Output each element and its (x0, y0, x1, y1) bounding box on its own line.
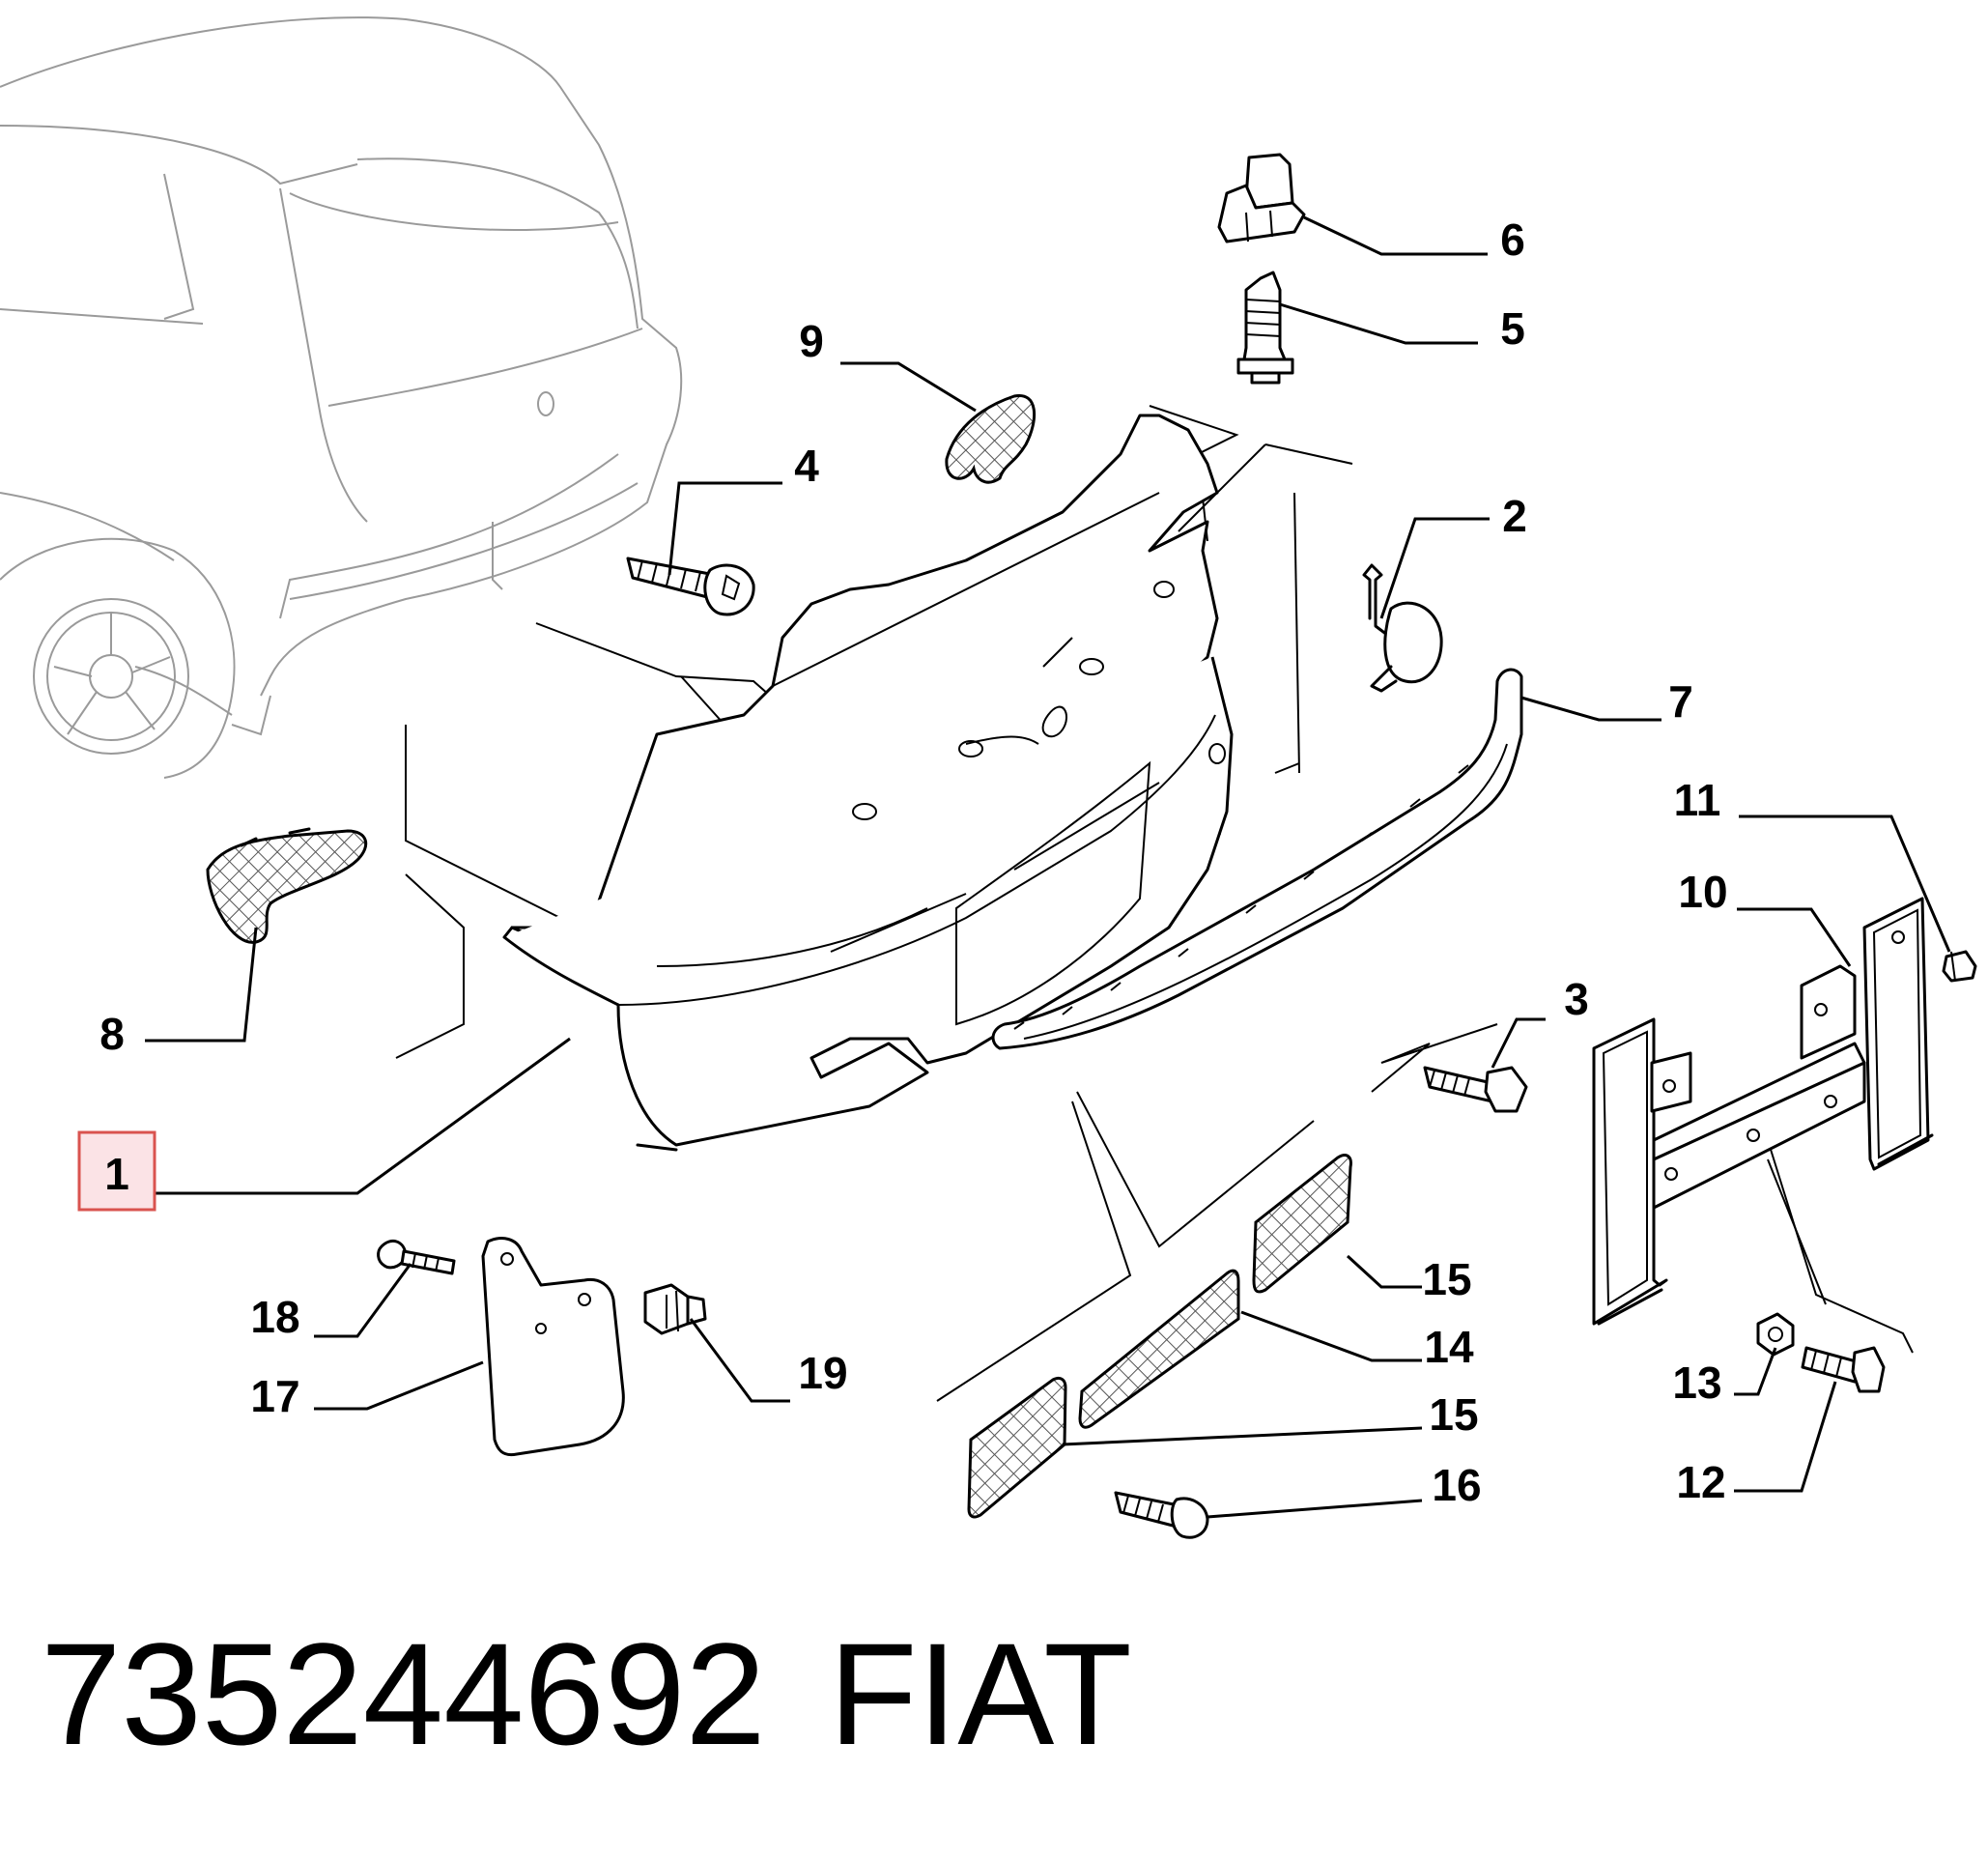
part-17-mud-flap (481, 1237, 625, 1457)
callout-2-label[interactable]: 2 (1502, 491, 1527, 541)
callout-4-label[interactable]: 4 (794, 441, 819, 491)
callout-13-label[interactable]: 13 (1672, 1358, 1721, 1408)
callout-18-label[interactable]: 18 (250, 1292, 299, 1342)
part-15-mesh-insert-lower (967, 1376, 1067, 1519)
part-8-left-reflector (206, 827, 368, 944)
part-6-bracket-clip (1217, 153, 1306, 243)
car-rear-outline (0, 16, 683, 779)
callout-15-upper-label[interactable]: 15 (1422, 1254, 1471, 1304)
part-12-bolt (1801, 1346, 1886, 1393)
callout-6-label[interactable]: 6 (1500, 214, 1525, 265)
callout-5-label[interactable]: 5 (1500, 303, 1525, 354)
part-13-nut (1756, 1312, 1795, 1357)
part-number: 735244692 (41, 1613, 766, 1775)
callout-7-label[interactable]: 7 (1668, 676, 1693, 727)
part-9-right-reflector (945, 394, 1037, 484)
part-15-mesh-insert-upper (1252, 1154, 1352, 1294)
callout-16-label[interactable]: 16 (1432, 1460, 1481, 1510)
brand-name: FIAT (829, 1613, 1132, 1775)
leader-lines (145, 215, 1951, 1519)
callout-1-label[interactable]: 1 (104, 1149, 129, 1199)
callout-17-label[interactable]: 17 (250, 1371, 299, 1421)
part-19-clip (643, 1283, 707, 1335)
part-11-nut-clip (1942, 950, 1977, 983)
footer: 735244692 FIAT (41, 1613, 1132, 1775)
callout-9-label[interactable]: 9 (799, 316, 824, 366)
part-3-bolt (1423, 1066, 1528, 1113)
callout-19-label[interactable]: 19 (798, 1348, 847, 1398)
part-16-screw (1114, 1491, 1209, 1539)
callout-3-label[interactable]: 3 (1564, 974, 1589, 1024)
callout-15-lower-label[interactable]: 15 (1429, 1389, 1478, 1440)
callout-12-label[interactable]: 12 (1676, 1457, 1725, 1507)
part-10-mounting-bracket (1592, 897, 1934, 1326)
callout-8-label[interactable]: 8 (99, 1009, 125, 1059)
callout-11-label[interactable]: 11 (1674, 775, 1721, 825)
callout-10-label[interactable]: 10 (1678, 867, 1727, 917)
callout-14-label[interactable]: 14 (1424, 1322, 1474, 1372)
part-14-mesh-insert-centre (1078, 1269, 1240, 1429)
callout-labels: 1 2 3 4 5 6 7 8 9 10 11 12 13 14 15 15 1… (77, 214, 1728, 1510)
callout-1-highlight-box (77, 1130, 156, 1212)
part-4-screw (626, 557, 755, 616)
part-1-rear-bumper (502, 414, 1234, 1152)
part-2-tow-hook-cover (1362, 563, 1443, 693)
part-5-push-clip (1236, 271, 1294, 385)
part-18-screw (377, 1239, 456, 1275)
part-7-lower-spoiler (991, 668, 1523, 1050)
